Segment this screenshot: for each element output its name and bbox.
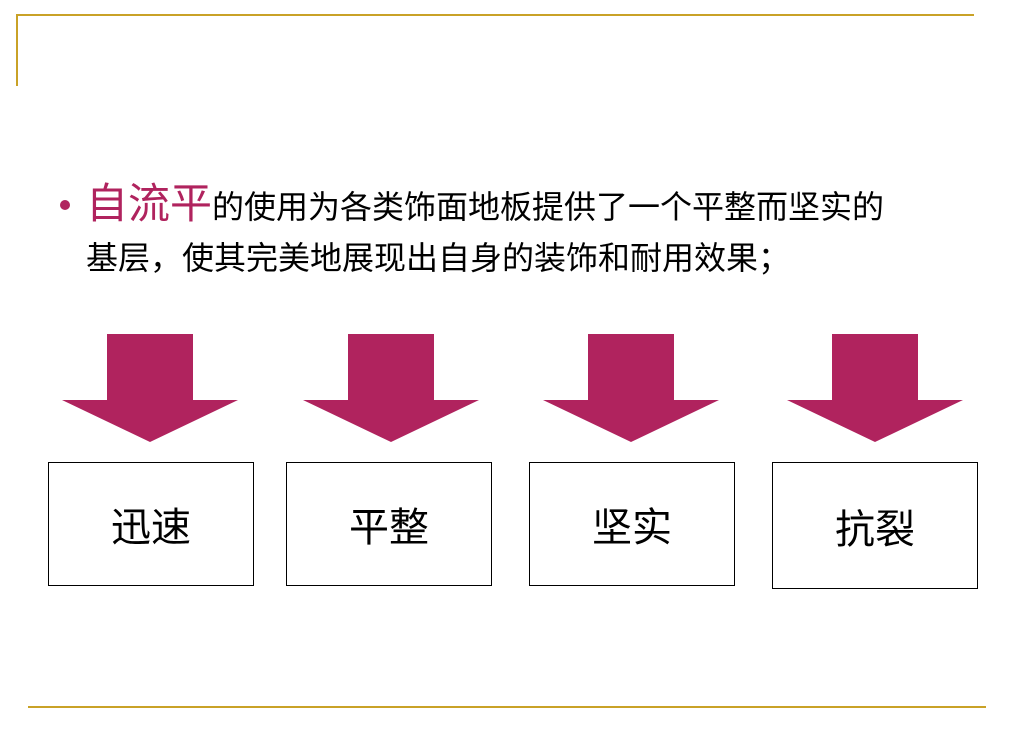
down-arrow-icon [303,334,479,442]
bullet-dot-icon [60,200,70,210]
box-label: 坚实 [592,505,672,551]
box-crack-resistant: 抗裂 [772,462,978,589]
bullet-line-2: 基层，使其完美地展现出自身的装饰和耐用效果； [86,239,791,277]
top-divider [16,14,974,16]
box-flat: 平整 [286,462,492,586]
bottom-divider [28,706,986,708]
box-label: 迅速 [111,505,191,551]
left-divider [16,14,18,86]
box-label: 抗裂 [835,506,915,553]
bullet-line-1: 自流平的使用为各类饰面地板提供了一个平整而坚实的 [86,183,885,227]
down-arrow-icon [62,334,238,442]
box-speed: 迅速 [48,462,254,586]
box-solid: 坚实 [529,462,735,586]
box-label: 平整 [349,505,429,551]
down-arrow-icon [543,334,719,442]
down-arrow-icon [787,334,963,442]
bullet-highlight: 自流平 [86,179,213,228]
bullet-line-1-text: 的使用为各类饰面地板提供了一个平整而坚实的 [212,188,885,226]
